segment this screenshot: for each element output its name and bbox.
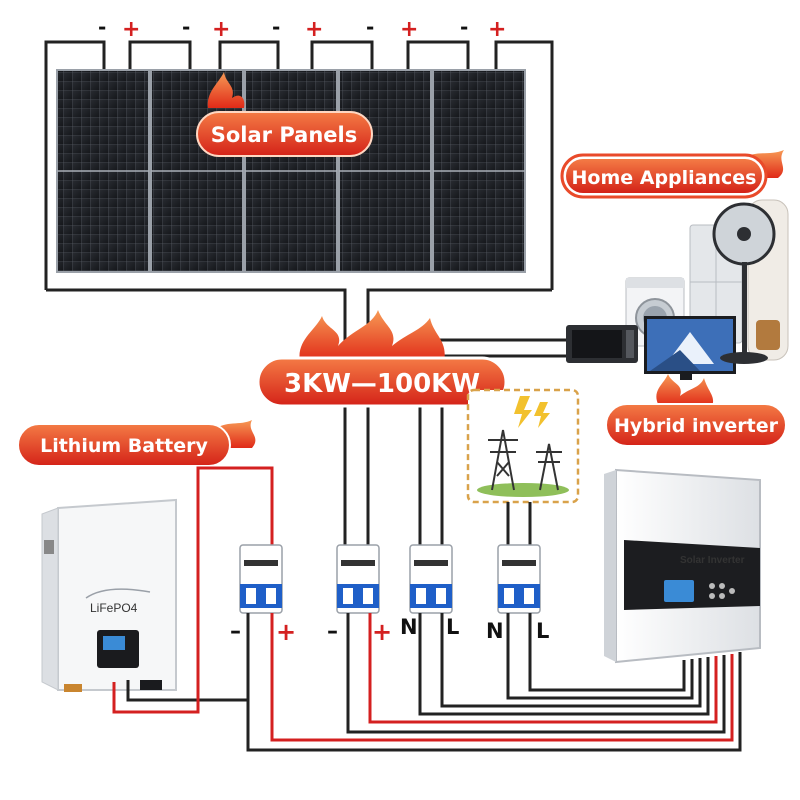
grid-wires	[506, 502, 532, 545]
terminal-sign: +	[400, 17, 418, 42]
panel-string-wires	[44, 40, 554, 290]
flame-icon	[299, 310, 445, 362]
hybrid-inverter-label: Hybrid inverter	[605, 374, 787, 447]
transmission-tower-icon	[488, 429, 518, 491]
lithium-battery-label: Lithium Battery	[17, 420, 256, 467]
solar-panels-label: Solar Panels	[196, 72, 373, 157]
terminal-sign: +	[122, 17, 140, 42]
terminal-sign: +	[276, 618, 296, 646]
solar-panel	[244, 69, 338, 273]
terminal-sign: -	[366, 15, 374, 39]
solar-panel-array	[56, 69, 526, 273]
terminal-sign: –	[230, 619, 241, 644]
inverter-display	[664, 580, 694, 602]
inverter-wires	[246, 613, 742, 752]
terminal-sign: -	[98, 15, 106, 39]
flame-icon	[207, 72, 245, 108]
solar-panel	[338, 69, 432, 273]
breaker-pv	[336, 544, 380, 614]
terminal-sign: +	[372, 618, 392, 646]
breaker-terminal-labels: – + – + N L N L	[230, 615, 549, 646]
lightning-icon	[514, 396, 550, 428]
solar-panel	[432, 69, 526, 273]
terminal-sign: +	[488, 17, 506, 42]
home-appliances-label: Home Appliances	[560, 150, 784, 199]
breaker-ac-output	[409, 544, 453, 614]
television-icon	[644, 316, 736, 380]
hybrid-inverter-text: Hybrid inverter	[614, 415, 779, 437]
terminal-sign: N	[400, 615, 418, 639]
terminal-sign: +	[305, 17, 323, 42]
terminal-sign: L	[536, 619, 549, 643]
inverter-brand-text: Solar Inverter	[680, 555, 745, 566]
terminal-sign: N	[486, 619, 504, 643]
power-range-text: 3KW—100KW	[284, 369, 480, 399]
terminal-sign: -	[460, 15, 468, 39]
transmission-tower-icon	[536, 443, 562, 491]
pv-output-wires	[46, 288, 552, 545]
panel-terminal-signs: - + - + - + - + - +	[98, 15, 506, 42]
power-range-label: 3KW—100KW	[256, 310, 508, 408]
terminal-sign: –	[327, 619, 338, 644]
terminal-sign: -	[182, 15, 190, 39]
breaker-battery	[239, 544, 283, 614]
battery-brand: LiFePO4	[90, 601, 138, 615]
home-appliances-text: Home Appliances	[572, 167, 757, 189]
appliances-group	[566, 199, 789, 380]
flame-icon	[656, 374, 714, 406]
standing-fan-icon	[712, 202, 776, 364]
utility-grid-box	[466, 388, 580, 504]
solar-panel	[56, 69, 150, 273]
hybrid-solar-inverter: Solar Inverter	[604, 468, 761, 664]
terminal-sign: +	[212, 17, 230, 42]
breaker-grid	[497, 544, 541, 614]
lithium-battery-unit: LiFePO4	[41, 498, 177, 692]
solar-panels-text: Solar Panels	[211, 123, 357, 147]
lithium-battery-text: Lithium Battery	[40, 435, 208, 457]
terminal-sign: -	[272, 15, 280, 39]
microwave-icon	[566, 325, 638, 363]
terminal-sign: L	[446, 615, 459, 639]
